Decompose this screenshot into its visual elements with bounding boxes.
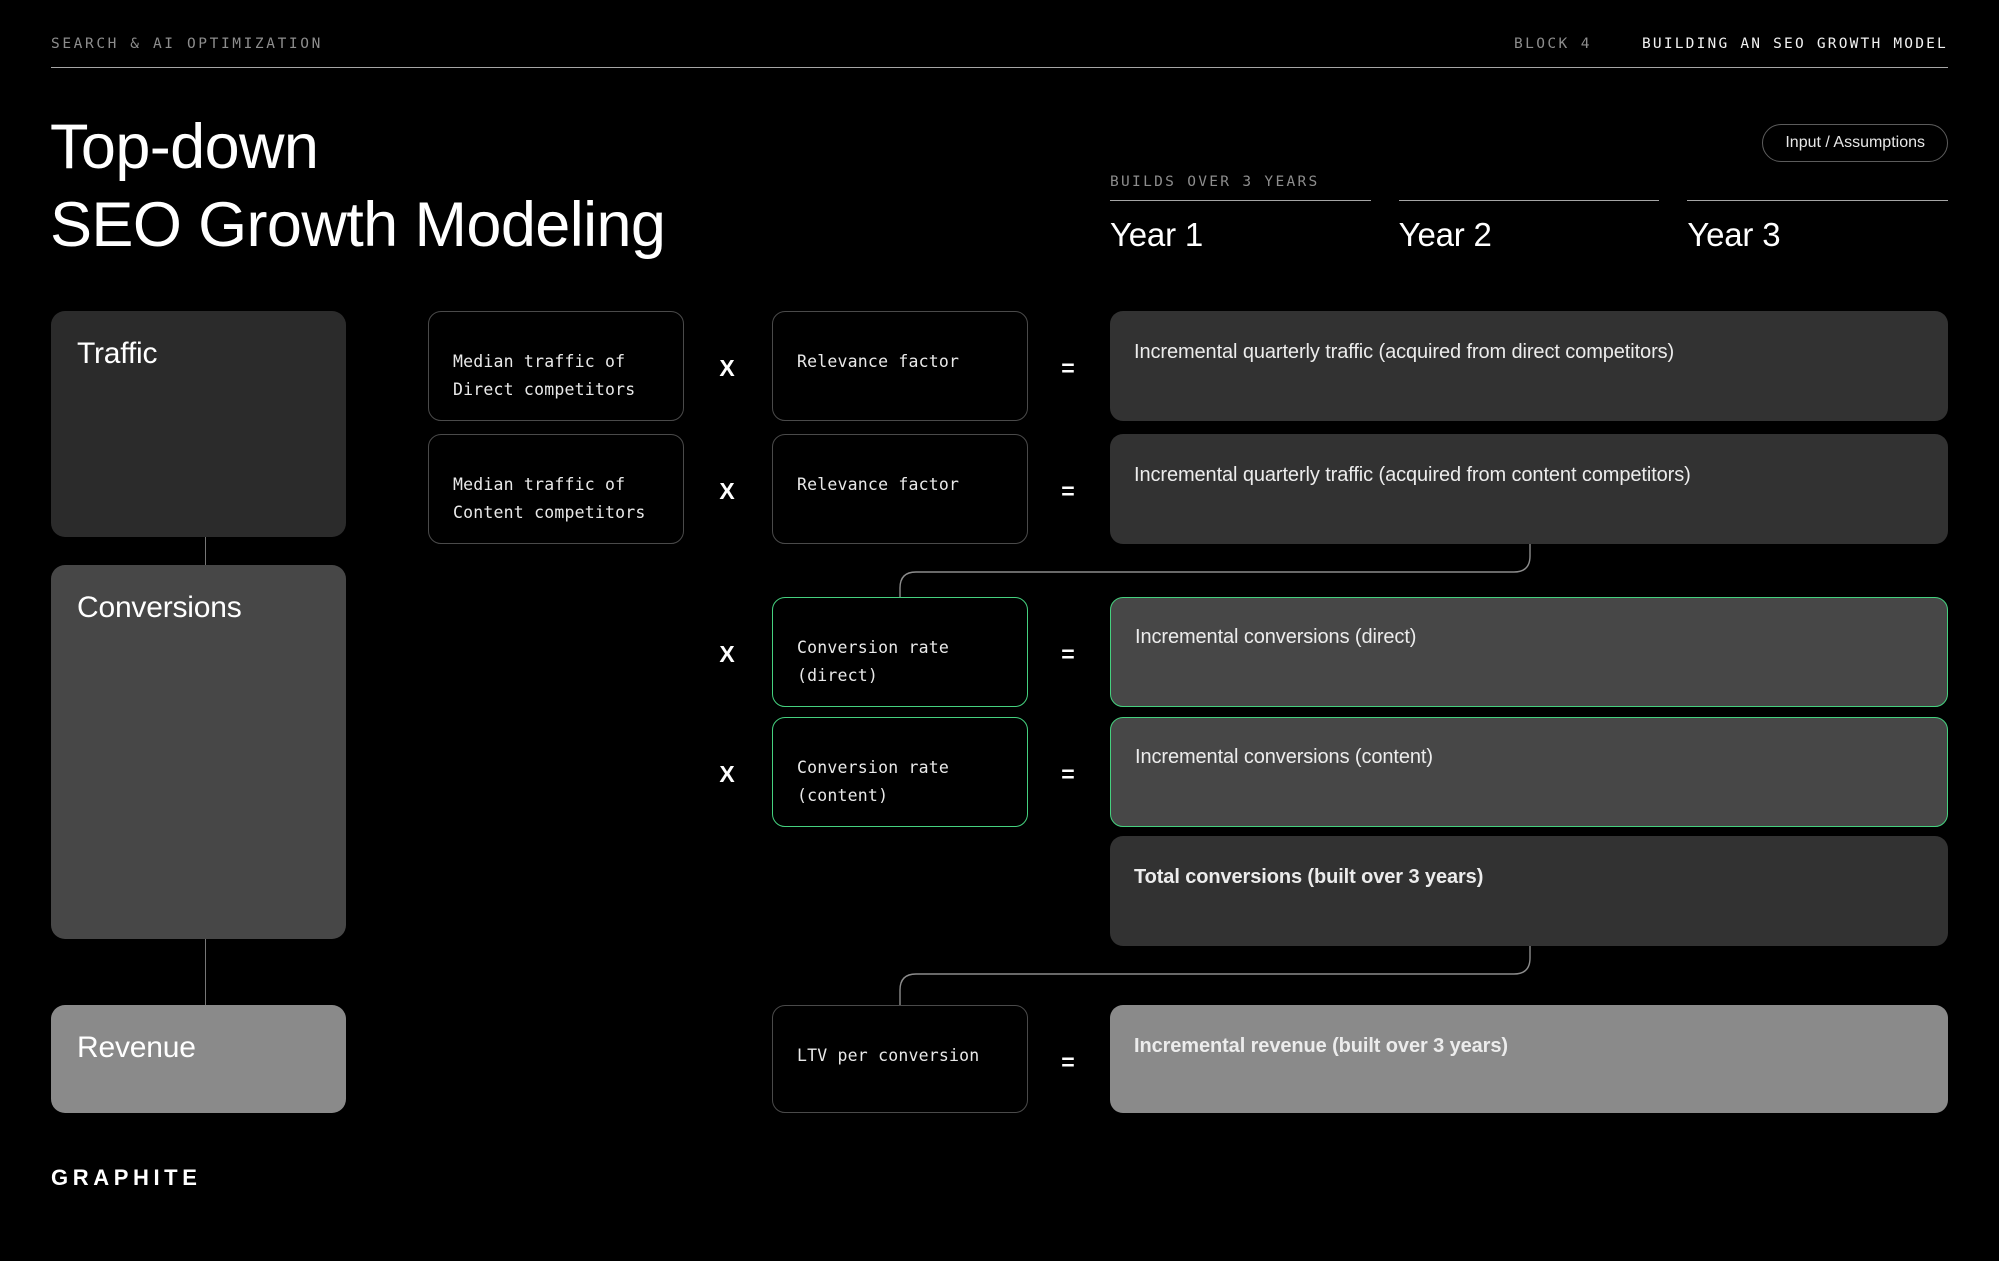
operator-equals: = xyxy=(1061,641,1075,667)
category-box-revenue[interactable]: Revenue xyxy=(51,1005,346,1113)
slide-header: SEARCH & AI OPTIMIZATION BLOCK 4 BUILDIN… xyxy=(51,36,1948,58)
result-box-incremental-traffic-content[interactable]: Incremental quarterly traffic (acquired … xyxy=(1110,434,1948,544)
input-assumptions-badge[interactable]: Input / Assumptions xyxy=(1762,124,1948,162)
year-label: Year 3 xyxy=(1687,216,1781,253)
input-box-ltv-per-conversion[interactable]: LTV per conversion xyxy=(772,1005,1028,1113)
result-box-incremental-conversions-direct[interactable]: Incremental conversions (direct) xyxy=(1110,597,1948,707)
header-divider xyxy=(51,67,1948,68)
input-box-median-traffic-direct[interactable]: Median traffic of Direct competitors xyxy=(428,311,684,421)
header-right-group: BLOCK 4 BUILDING AN SEO GROWTH MODEL xyxy=(1514,36,1948,52)
operator-equals: = xyxy=(1061,1049,1075,1075)
year-columns: Year 1 Year 2 Year 3 xyxy=(1110,200,1949,254)
year-divider xyxy=(1110,200,1371,201)
connector-traffic-to-conversions xyxy=(205,537,207,565)
year-label: Year 2 xyxy=(1398,216,1492,253)
result-box-incremental-revenue[interactable]: Incremental revenue (built over 3 years) xyxy=(1110,1005,1948,1113)
operator-equals: = xyxy=(1061,478,1075,504)
year-column-1: Year 1 xyxy=(1110,200,1371,254)
header-eyebrow: SEARCH & AI OPTIMIZATION xyxy=(51,36,323,52)
category-box-conversions[interactable]: Conversions xyxy=(51,565,346,939)
page-title: Top-down SEO Growth Modeling xyxy=(50,112,666,260)
header-block-title: BUILDING AN SEO GROWTH MODEL xyxy=(1641,36,1948,52)
input-box-relevance-factor-content[interactable]: Relevance factor xyxy=(772,434,1028,544)
input-box-median-traffic-content[interactable]: Median traffic of Content competitors xyxy=(428,434,684,544)
category-box-traffic[interactable]: Traffic xyxy=(51,311,346,537)
year-divider xyxy=(1687,200,1949,201)
input-box-relevance-factor-direct[interactable]: Relevance factor xyxy=(772,311,1028,421)
operator-multiply: X xyxy=(719,478,735,504)
operator-multiply: X xyxy=(719,641,735,667)
category-label: Revenue xyxy=(77,1031,196,1064)
category-label: Traffic xyxy=(77,337,158,370)
result-box-incremental-conversions-content[interactable]: Incremental conversions (content) xyxy=(1110,717,1948,827)
result-box-total-conversions[interactable]: Total conversions (built over 3 years) xyxy=(1110,836,1948,946)
builds-over-3-years-label: BUILDS OVER 3 YEARS xyxy=(1110,174,1320,190)
year-divider xyxy=(1398,200,1660,201)
header-block-label: BLOCK 4 xyxy=(1514,36,1592,52)
year-label: Year 1 xyxy=(1110,216,1203,253)
operator-equals: = xyxy=(1061,761,1075,787)
operator-equals: = xyxy=(1061,355,1075,381)
operator-multiply: X xyxy=(719,761,735,787)
result-box-incremental-traffic-direct[interactable]: Incremental quarterly traffic (acquired … xyxy=(1110,311,1948,421)
input-box-conversion-rate-direct[interactable]: Conversion rate (direct) xyxy=(772,597,1028,707)
operator-multiply: X xyxy=(719,355,735,381)
input-box-conversion-rate-content[interactable]: Conversion rate (content) xyxy=(772,717,1028,827)
year-column-2: Year 2 xyxy=(1398,200,1660,254)
year-column-3: Year 3 xyxy=(1687,200,1949,254)
logo-wordmark: GRAPHITE xyxy=(51,1165,202,1190)
category-label: Conversions xyxy=(77,591,242,624)
connector-conversions-to-revenue xyxy=(205,939,207,1005)
graphite-logo: GRAPHITE xyxy=(51,1165,201,1191)
